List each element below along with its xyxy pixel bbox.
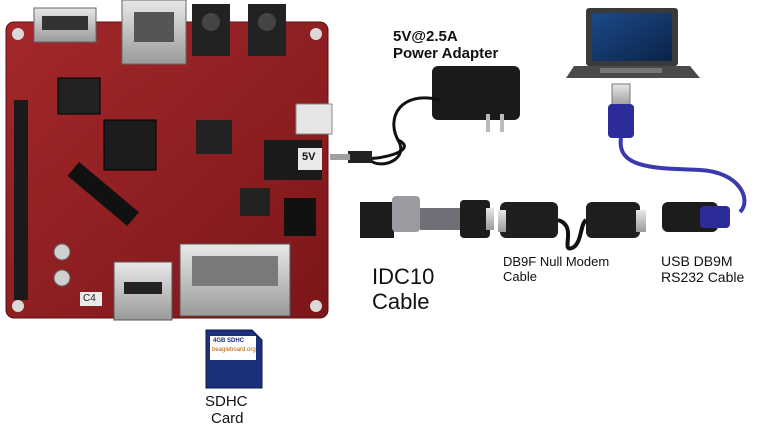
- idc10-cable-label-line2: Cable: [372, 289, 430, 315]
- sdhc-card-label: SDHC Card: [205, 393, 248, 428]
- power-jack-label: 5V: [302, 151, 316, 163]
- power-adapter-label: 5V@2.5A Power Adapter: [393, 28, 498, 63]
- idc10-cable: [360, 196, 494, 238]
- sdhc-card-label-line2: Card: [211, 410, 244, 428]
- usb-host-port: [295, 103, 333, 135]
- sdhc-card-label-line1: SDHC: [205, 393, 248, 410]
- serial-header: [67, 162, 139, 226]
- usb-cable-label: USB DB9M RS232 Cable: [661, 253, 744, 285]
- usb-cable-label-line2: RS232 Cable: [661, 269, 745, 286]
- sdhc-card: [205, 329, 263, 389]
- laptop: [566, 8, 700, 78]
- null-modem-cable-label: DB9F Null Modem Cable: [503, 254, 610, 285]
- null-modem-cable-label-line1: DB9F Null Modem: [503, 254, 610, 269]
- usb-cable-label-line1: USB DB9M: [661, 253, 733, 269]
- null-modem-cable-label-line2: Cable: [503, 268, 537, 284]
- power-adapter: [330, 66, 520, 166]
- sd-card-capacity: 4GB SDHC: [213, 338, 245, 344]
- idc10-cable-label-line1: IDC10: [372, 264, 435, 289]
- beagleboard: [5, 0, 333, 321]
- power-adapter-label-line2: Power Adapter: [393, 45, 499, 63]
- header-pins: [284, 198, 316, 236]
- expansion-header: [14, 100, 28, 300]
- null-modem-cable: [498, 202, 646, 251]
- sd-card-brand: beagleboard.org: [212, 347, 256, 353]
- reset-button: [53, 243, 71, 261]
- power-adapter-label-line1: 5V@2.5A: [393, 28, 458, 45]
- idc10-cable-label: IDC10 Cable: [372, 264, 434, 315]
- user-button: [53, 269, 71, 287]
- board-silkscreen-label: C4: [83, 293, 96, 304]
- processor-chip: [103, 119, 157, 171]
- usb-rs232-cable: [608, 83, 747, 232]
